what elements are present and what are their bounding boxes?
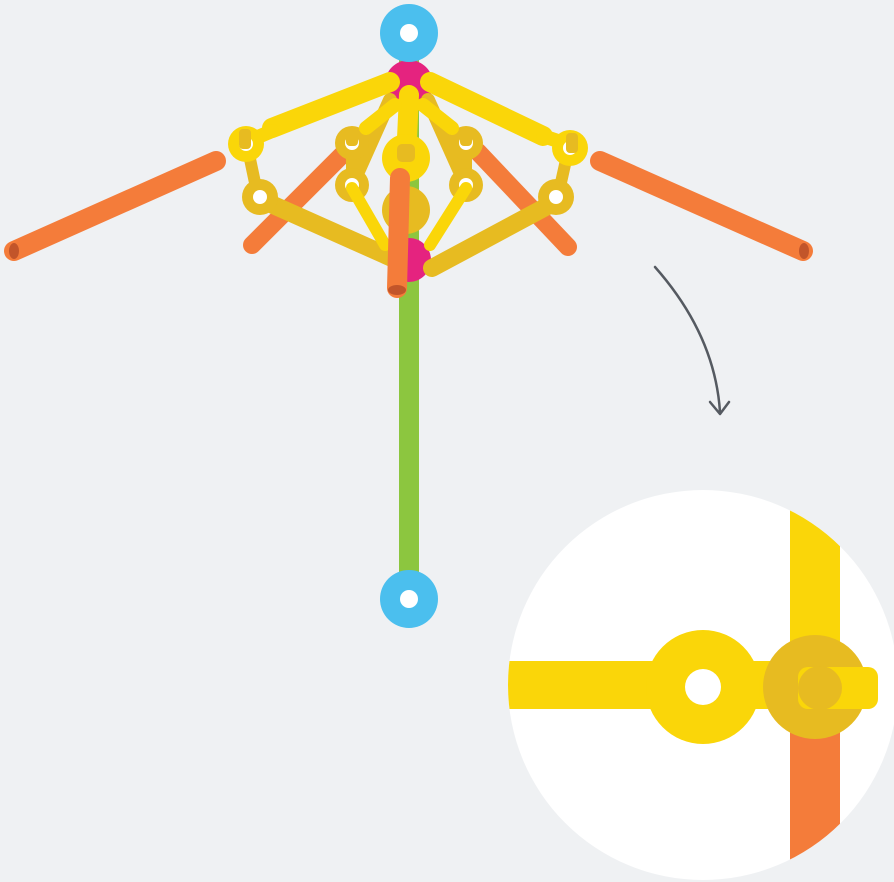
top-hub <box>385 60 433 108</box>
detail-zoom <box>508 490 894 880</box>
center-strut <box>387 168 410 298</box>
top-connector <box>380 4 438 62</box>
bottom-connector <box>380 570 438 628</box>
inner-struts <box>243 143 577 256</box>
outer-struts <box>4 151 813 261</box>
callout-arrow <box>653 265 731 416</box>
joint-left <box>242 179 278 215</box>
joint-right <box>538 179 574 215</box>
